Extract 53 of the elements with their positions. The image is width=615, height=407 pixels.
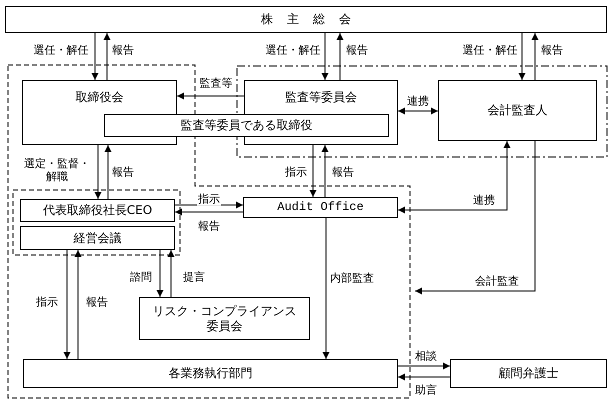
arrow <box>156 250 164 298</box>
arrow <box>74 250 82 360</box>
edge-label: 指示 <box>35 295 59 309</box>
organization-box: Audit Office <box>243 197 398 218</box>
arrow <box>92 32 98 80</box>
edge-label: 報告 <box>111 165 135 179</box>
arrow <box>322 144 328 198</box>
edge-label: 提言 <box>182 270 206 284</box>
edge-label: 監査等 <box>198 76 234 90</box>
arrow <box>176 92 244 100</box>
edge-label: 連携 <box>472 193 496 207</box>
arrow <box>322 32 328 80</box>
edge-label: 報告 <box>111 43 135 57</box>
arrow <box>174 208 244 216</box>
arrow <box>398 140 510 214</box>
edge-label: 指示 <box>284 165 308 179</box>
arrow <box>94 144 102 200</box>
edge-label: 指示 <box>197 192 221 206</box>
edge-label: 相談 <box>414 349 438 363</box>
arrow <box>398 374 450 380</box>
arrow <box>414 140 536 294</box>
arrow <box>64 250 70 360</box>
arrow <box>168 250 174 298</box>
edge-label: 報告 <box>540 43 564 57</box>
organization-box: 会計監査人 <box>438 80 597 141</box>
arrow <box>398 362 450 370</box>
edge-label: 助言 <box>414 383 438 397</box>
edge-label: 選任・解任 <box>32 43 90 57</box>
edge-label: 会計監査 <box>474 274 520 288</box>
edge-label: 報告 <box>345 43 369 57</box>
arrow <box>518 32 526 80</box>
organization-box: 経営会議 <box>20 226 175 250</box>
arrow <box>336 32 344 80</box>
organization-box: リスク・コンプライアンス委員会 <box>139 297 310 340</box>
organization-box: 株主総会 <box>5 6 607 33</box>
organization-box: 各業務執行部門 <box>23 359 398 388</box>
arrow <box>104 144 112 200</box>
organization-box: 顧問弁護士 <box>450 359 607 388</box>
arrow <box>104 32 110 80</box>
arrow <box>310 144 316 198</box>
organization-box: 代表取締役社長CEO <box>20 199 175 222</box>
edge-label: 選任・解任 <box>264 43 322 57</box>
arrow <box>532 32 538 80</box>
edge-label: 選任・解任 <box>462 43 518 57</box>
edge-label: 連携 <box>406 94 430 108</box>
arrow <box>322 218 330 360</box>
edge-label: 報告 <box>197 219 221 233</box>
edge-label: 内部監査 <box>329 271 375 285</box>
edge-label: 報告 <box>85 295 109 309</box>
arrow <box>398 108 438 114</box>
edge-label: 諮問 <box>129 270 153 284</box>
organization-box: 監査等委員である取締役 <box>104 114 389 137</box>
edge-label: 報告 <box>331 165 355 179</box>
